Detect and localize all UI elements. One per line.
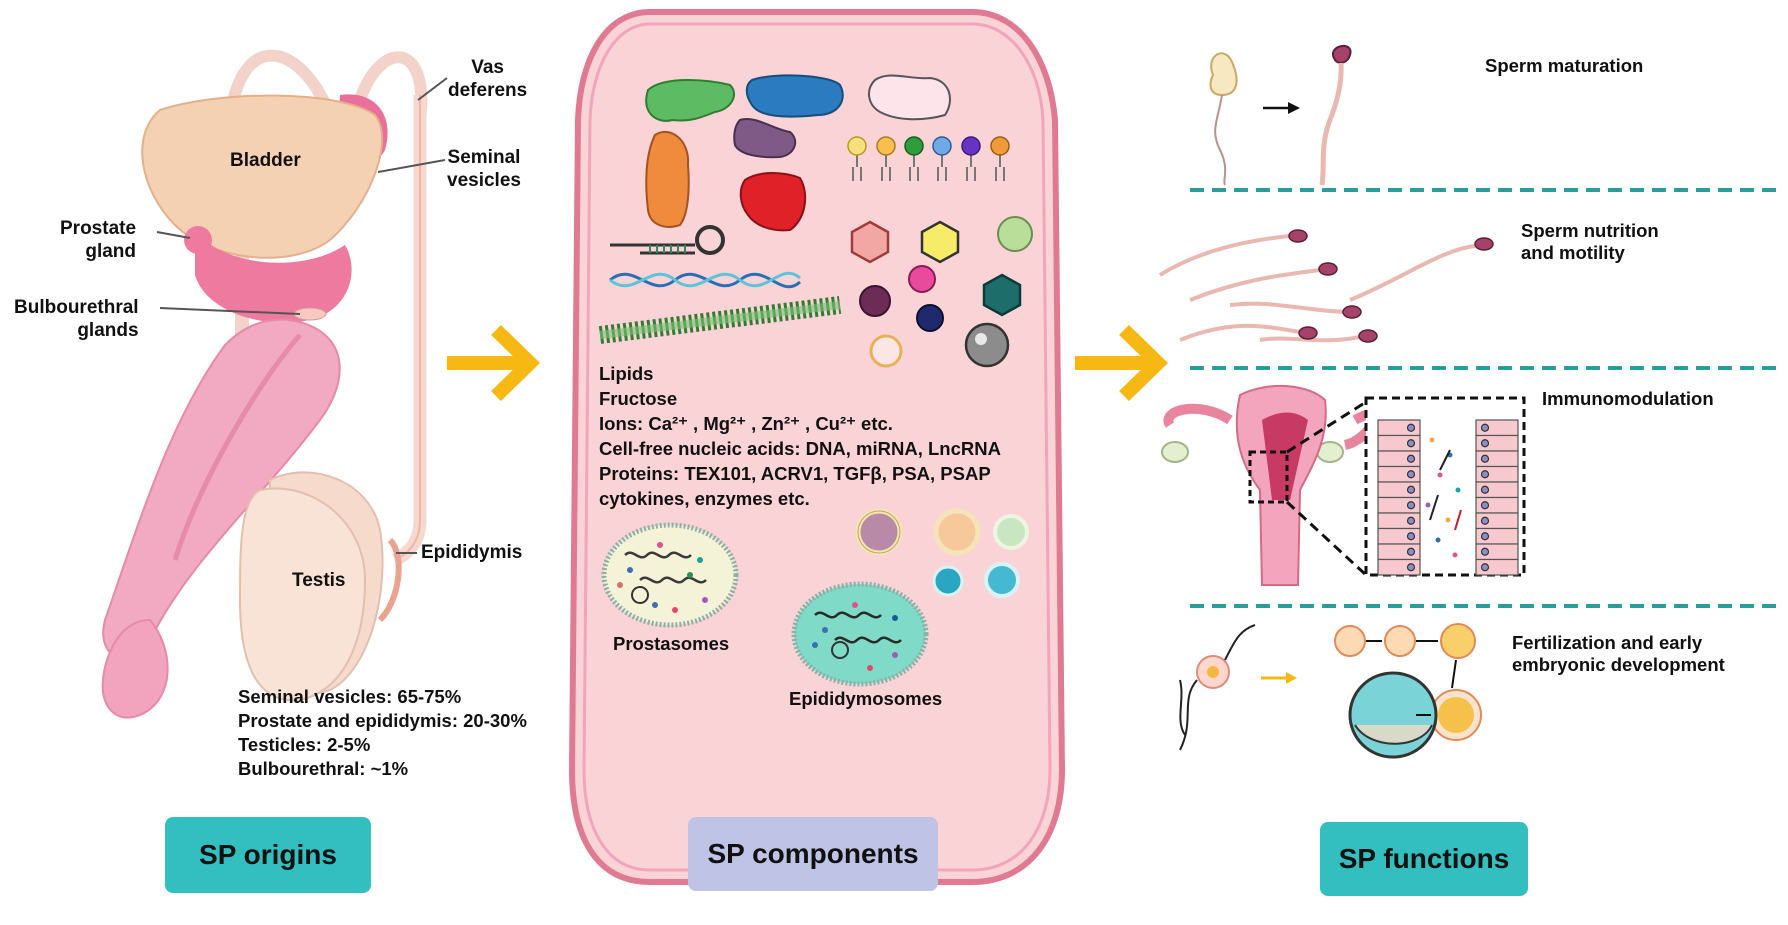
component-line: Lipids — [599, 363, 654, 384]
cell-nucleus — [1406, 423, 1416, 432]
epididymis-shape — [377, 537, 402, 623]
label-seminal-vesicles: Seminal vesicles — [447, 147, 521, 191]
component-line: Ions: Ca²⁺ , Mg²⁺ , Zn²⁺ , Cu²⁺ etc. — [599, 413, 893, 434]
immunomodulation-panel — [1285, 396, 1526, 577]
component-line: Fructose — [599, 388, 678, 409]
uterus-illustration — [1161, 384, 1379, 586]
bladder-shape — [141, 94, 384, 259]
percentage-line: Bulbourethral: ~1% — [238, 758, 409, 779]
label-vas-deferens: Vas deferens — [448, 57, 528, 101]
lipid-molecules — [847, 136, 1010, 181]
cell-nucleus — [1406, 532, 1416, 541]
component-line: Cell-free nucleic acids: DNA, miRNA, Lnc… — [599, 438, 1001, 459]
label-epididymis: Epididymis — [421, 542, 523, 563]
cell-nucleus — [1480, 563, 1490, 572]
protein-blue — [745, 74, 844, 118]
label-epididymosomes: Epididymosomes — [789, 688, 943, 709]
cell-nucleus — [1480, 423, 1490, 432]
protein-green — [645, 79, 735, 122]
epithelial-cell — [1475, 558, 1519, 576]
components-cell — [568, 9, 1066, 885]
origin-percentages: Seminal vesicles: 65-75% Prostate and ep… — [238, 685, 527, 781]
label-prostasomes: Prostasomes — [613, 633, 730, 654]
vas-deferens-loop — [224, 49, 336, 121]
leader-bulbo — [159, 307, 301, 315]
pill-sp-components: SP components — [688, 817, 938, 891]
cell-nucleus — [1480, 547, 1490, 556]
cell-nucleus — [1406, 516, 1416, 525]
component-line: Proteins: TEX101, ACRV1, TGFβ, PSA, PSAP — [599, 463, 991, 484]
label-sperm-maturation: Sperm maturation — [1485, 55, 1644, 76]
prostate-lobe — [184, 226, 212, 254]
urethra-line — [172, 333, 302, 561]
label-sperm-nutrition: Sperm nutrition and motility — [1521, 220, 1659, 264]
pill-sp-functions: SP functions — [1320, 822, 1528, 896]
testis-shape — [238, 487, 367, 702]
cell-nucleus — [1480, 454, 1490, 463]
label-testis: Testis — [292, 570, 346, 591]
sperm-maturation-illustration — [1209, 44, 1352, 186]
cell-nucleus — [1480, 532, 1490, 541]
epithelial-cell — [1377, 558, 1421, 576]
ions-and-metabolites — [850, 216, 1033, 368]
protein-red — [739, 172, 807, 232]
percentage-line: Seminal vesicles: 65-75% — [238, 686, 462, 707]
flow-arrow-2 — [1075, 324, 1169, 402]
flow-arrow-1 — [447, 324, 541, 402]
pill-sp-origins: SP origins — [165, 817, 371, 893]
extracellular-vesicles — [855, 508, 1029, 598]
protein-white — [868, 74, 951, 121]
cell-nucleus — [1406, 439, 1416, 448]
mirna-hairpin — [610, 225, 725, 255]
sperm-motility-illustration — [1158, 234, 1476, 343]
cell-nucleus — [1480, 470, 1490, 479]
cell-nucleus — [1480, 439, 1490, 448]
protein-orange — [645, 130, 690, 228]
cell-nucleus — [1480, 516, 1490, 525]
cell-nucleus — [1406, 547, 1416, 556]
label-bladder: Bladder — [230, 150, 301, 171]
label-bulbourethral-glands: Bulbourethral glands — [14, 297, 139, 341]
glans — [101, 618, 169, 719]
cell-nucleus — [1406, 485, 1416, 494]
label-fertilization: Fertilization and early embryonic develo… — [1512, 632, 1725, 676]
leader-prostate — [156, 231, 191, 239]
epididymosome — [791, 581, 929, 687]
cell-nucleus — [1480, 501, 1490, 510]
cell-nucleus — [1406, 563, 1416, 572]
leader-seminal — [377, 159, 446, 173]
cell-nucleus — [1406, 470, 1416, 479]
fertilization-illustration — [1179, 623, 1482, 759]
prostate-shape — [195, 230, 352, 323]
label-prostate-gland: Prostate gland — [60, 218, 137, 262]
cell-inner-membrane — [582, 22, 1052, 872]
leader-vas — [417, 77, 448, 101]
label-immunomodulation: Immunomodulation — [1542, 388, 1714, 409]
dna-helix — [609, 271, 802, 289]
protein-purple — [733, 118, 797, 159]
lncrna-coil — [598, 296, 842, 344]
cell-nucleus — [1480, 485, 1490, 494]
percentage-line: Prostate and epididymis: 20-30% — [238, 710, 527, 731]
cell-nucleus — [1406, 501, 1416, 510]
percentage-line: Testicles: 2-5% — [238, 734, 371, 755]
component-list: Lipids Fructose Ions: Ca²⁺ , Mg²⁺ , Zn²⁺… — [599, 361, 1001, 511]
cell-nucleus — [1406, 454, 1416, 463]
sperm-heads — [1288, 229, 1494, 343]
anatomy-illustration — [101, 49, 448, 719]
prostasome — [601, 522, 739, 628]
component-line: cytokines, enzymes etc. — [599, 488, 810, 509]
